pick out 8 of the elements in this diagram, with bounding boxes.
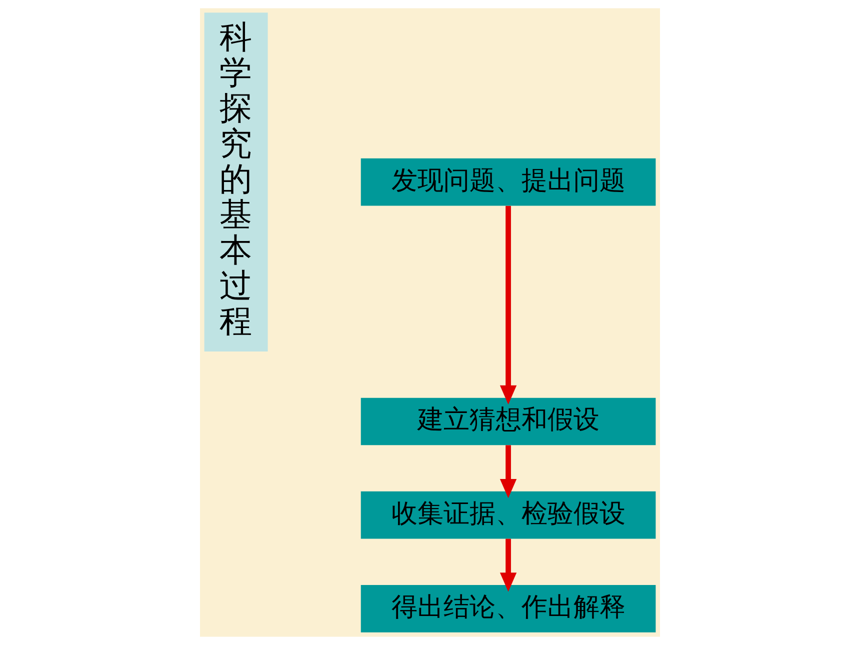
node-box: 科学探究的基本过程 [204,12,268,352]
arrow [500,445,517,498]
node-box: 建立猜想和假设 [360,398,656,446]
node-box: 得出结论、作出解释 [360,585,656,632]
node-box: 发现问题、提出问题 [360,158,656,206]
arrow [500,538,517,592]
node-box: 收集证据、检验假设 [360,491,656,539]
arrow [500,206,517,404]
